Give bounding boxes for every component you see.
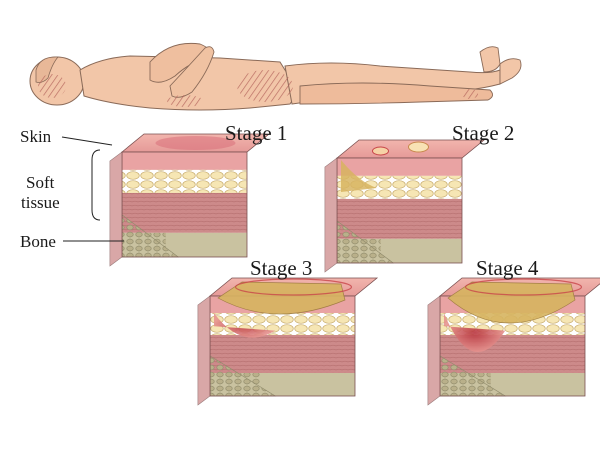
- bone-label: Bone: [20, 232, 56, 251]
- label-leaders: [61, 136, 124, 242]
- skin-label: Skin: [20, 127, 52, 146]
- stage-2-title: Stage 2: [452, 121, 515, 145]
- stage-4-block: [427, 277, 600, 406]
- stage-1-title: Stage 1: [225, 121, 288, 145]
- stage-4-title: Stage 4: [476, 256, 539, 280]
- stage-3-title: Stage 3: [250, 256, 313, 280]
- stage-1-block: [109, 133, 271, 267]
- soft-tissue-label-line2: tissue: [21, 193, 60, 212]
- stage-2-block: [324, 139, 486, 273]
- soft-tissue-label-line1: Soft: [26, 173, 55, 192]
- reclining-figure: [29, 42, 522, 111]
- stage-3-block: [197, 277, 379, 406]
